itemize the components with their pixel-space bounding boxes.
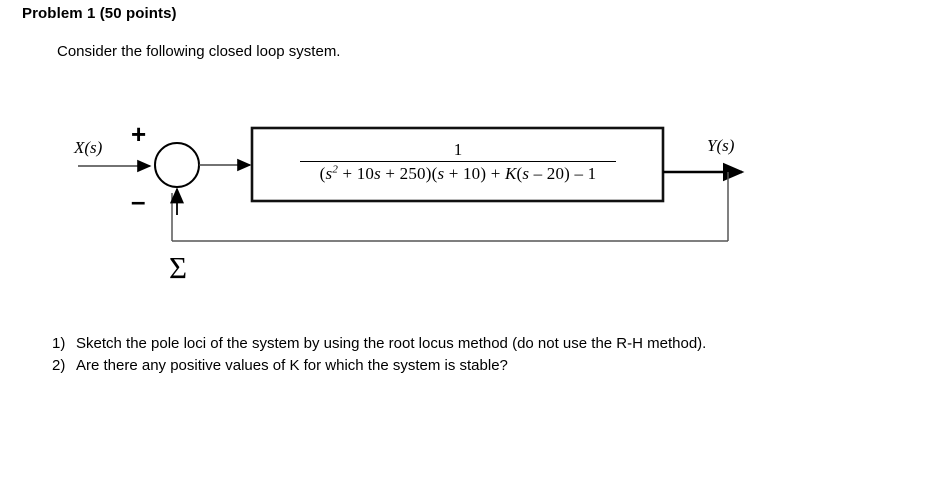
denominator-gain-k: K [504, 163, 517, 183]
denominator-s-1: s [325, 163, 333, 183]
questions-list: 1) Sketch the pole loci of the system by… [52, 333, 902, 377]
denominator-s-3: s [437, 163, 445, 183]
denominator-linear-tail: + 10) + [444, 163, 505, 183]
denominator-gain-tail: – 20) – 1 [529, 163, 597, 183]
plus-sign-icon: + [131, 119, 147, 149]
block-diagram-canvas [78, 126, 745, 242]
transfer-function-denominator: (s2 + 10s + 250)(s + 10) + K(s – 20) – 1 [319, 162, 597, 184]
denominator-exponent: 2 [332, 162, 339, 175]
denominator-quadratic-rest: + 10 [338, 163, 375, 183]
denominator-s-2: s [374, 163, 381, 183]
output-label-y: Y(s) [707, 136, 735, 155]
denominator-quadratic-tail: + 250)( [380, 163, 438, 183]
denominator-s-4: s [522, 163, 530, 183]
question-text-2: Are there any positive values of K for w… [76, 357, 508, 374]
question-number-1: 1) [52, 335, 66, 352]
transfer-function-block [250, 126, 665, 203]
block-diagram: Σ [0, 105, 934, 285]
intro-paragraph: Consider the following closed loop syste… [57, 43, 341, 60]
denominator-gain-paren: ( [516, 163, 523, 183]
summing-junction-circle [154, 142, 200, 188]
denominator-paren-open: ( [319, 163, 326, 183]
question-number-2: 2) [52, 357, 66, 374]
transfer-function-expression: 1 (s2 + 10s + 250)(s + 10) + K(s – 20) –… [254, 130, 662, 194]
transfer-function-numerator: 1 [453, 139, 463, 159]
input-label-x: X(s) [74, 138, 103, 157]
question-text-1: Sketch the pole loci of the system by us… [76, 335, 707, 352]
question-item-1: 1) Sketch the pole loci of the system by… [52, 333, 902, 354]
sigma-symbol: Σ [168, 250, 188, 285]
page-title: Problem 1 (50 points) [22, 5, 177, 22]
fraction-bar [300, 160, 616, 162]
question-item-2: 2) Are there any positive values of K fo… [52, 355, 902, 376]
minus-sign-icon: – [131, 186, 146, 216]
